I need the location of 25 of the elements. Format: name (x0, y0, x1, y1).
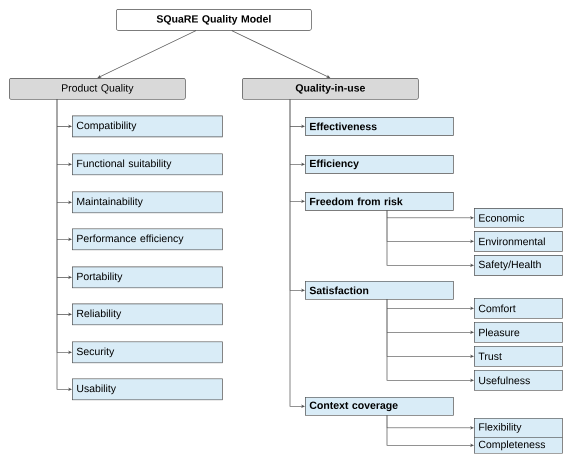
characteristic-box: Reliability (72, 303, 223, 326)
characteristic-box: Satisfaction (305, 280, 454, 300)
category-box: Product Quality (9, 78, 186, 100)
subcharacteristic-box: Flexibility (474, 418, 563, 438)
root-box: SQuaRE Quality Model (116, 9, 312, 31)
subcharacteristic-box: Completeness (474, 436, 563, 454)
subcharacteristic-box: Usefulness (474, 370, 563, 391)
characteristic-box: Effectiveness (305, 117, 454, 136)
category-box: Quality-in-use (242, 78, 419, 100)
characteristic-box: Security (72, 341, 223, 364)
characteristic-box: Context coverage (305, 396, 454, 416)
characteristic-box: Usability (72, 378, 223, 400)
subcharacteristic-box: Pleasure (474, 322, 563, 343)
subcharacteristic-box: Economic (474, 208, 563, 228)
characteristic-box: Maintainability (72, 191, 223, 214)
characteristic-box: Portability (72, 266, 223, 288)
subcharacteristic-box: Safety/Health (474, 255, 563, 276)
characteristic-box: Performance efficiency (72, 228, 223, 250)
characteristic-box: Functional suitability (72, 153, 223, 176)
characteristic-box: Efficiency (305, 155, 454, 174)
subcharacteristic-box: Trust (474, 346, 563, 367)
subcharacteristic-box: Environmental (474, 231, 563, 252)
subcharacteristic-box: Comfort (474, 298, 563, 319)
characteristic-box: Compatibility (72, 116, 223, 138)
characteristic-box: Freedom from risk (305, 192, 454, 211)
